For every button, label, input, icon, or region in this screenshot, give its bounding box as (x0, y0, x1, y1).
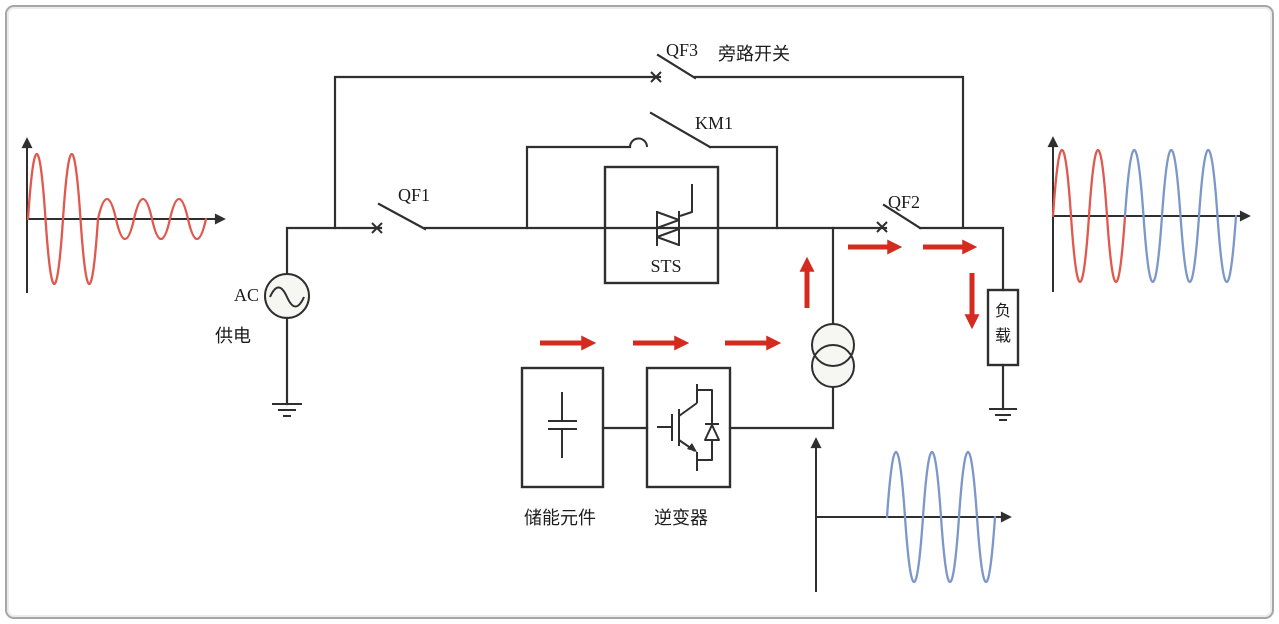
transformer-symbol (811, 323, 855, 388)
output-waveform-axes (1047, 136, 1251, 292)
ground-symbol-ac (272, 316, 302, 417)
storage-box (520, 366, 605, 489)
label-qf3: QF3 (666, 40, 699, 60)
inverter-output-wire (728, 226, 835, 430)
label-inverter: 逆变器 (654, 508, 708, 528)
diagram-frame (5, 5, 1274, 619)
triac-icon (656, 184, 693, 246)
contactor-km1-symbol (629, 111, 712, 149)
igbt-icon (657, 384, 720, 471)
breaker-qf1-symbol (371, 202, 427, 234)
label-qf1: QF1 (398, 185, 431, 205)
input-waveform-curve (26, 152, 208, 286)
ground-symbol-load (989, 363, 1017, 421)
inverter-waveform-axes (810, 437, 1012, 592)
label-ac: AC (234, 285, 260, 305)
input-waveform-axes (21, 137, 226, 293)
breaker-qf3-symbol (650, 53, 697, 83)
output-waveform-curve (1051, 148, 1238, 284)
bypass-branch-wire (333, 75, 965, 230)
sts-box (603, 165, 720, 285)
label-supply: 供电 (215, 326, 251, 346)
label-bypass-switch: 旁路开关 (718, 44, 790, 64)
inverter-waveform-curve (885, 450, 997, 584)
capacitor-icon (548, 392, 577, 458)
ac-source-symbol (264, 273, 310, 319)
main-bus-wire (285, 226, 1005, 292)
label-sts: STS (650, 256, 682, 276)
label-qf2: QF2 (888, 192, 921, 212)
label-storage: 储能元件 (524, 508, 596, 528)
power-flow-arrows (540, 239, 980, 351)
label-km1: KM1 (695, 113, 734, 133)
label-load: 负载 (994, 303, 1011, 345)
km1-branch-wire (525, 145, 779, 230)
breaker-qf2-symbol (876, 203, 922, 233)
